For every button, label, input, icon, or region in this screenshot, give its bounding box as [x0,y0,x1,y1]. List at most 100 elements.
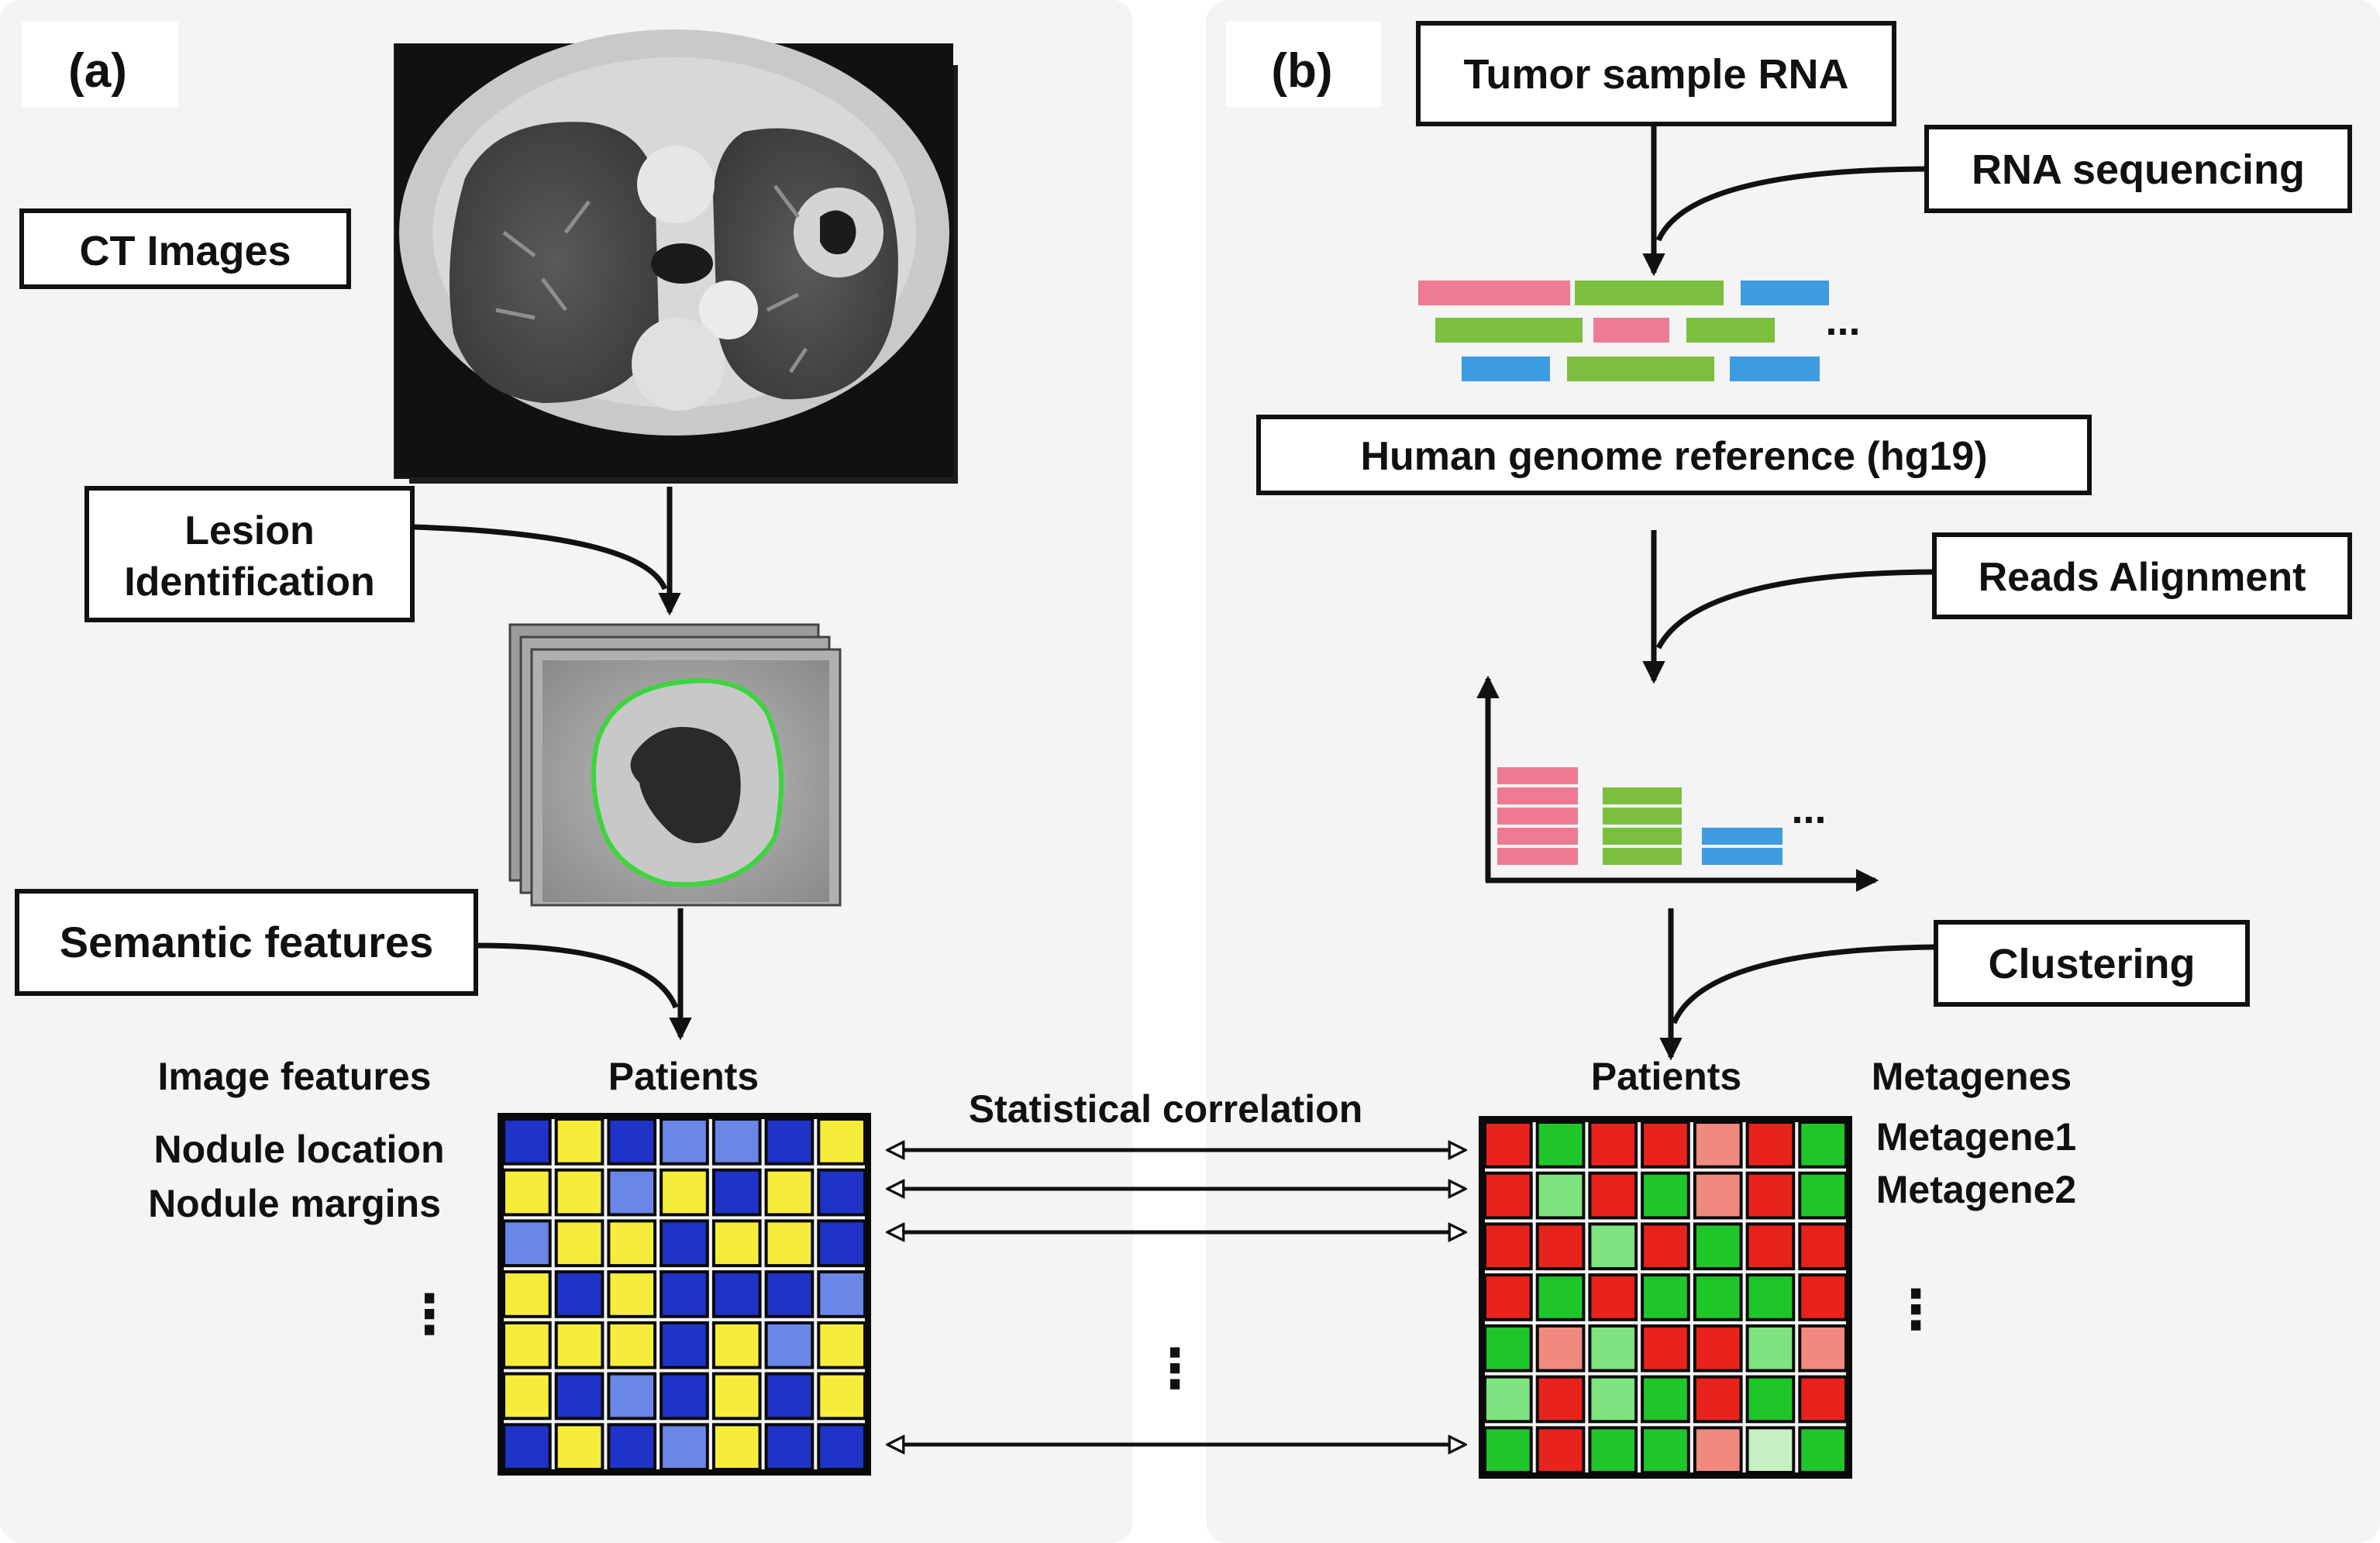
metagene-matrix-cell [1798,1121,1848,1169]
arrow-reads-alignment-label [1655,569,1934,649]
metagene-matrix-cell [1798,1324,1848,1373]
tumor-sample-label: Tumor sample RNA [1463,51,1848,98]
image-feature-matrix-frame [498,1113,871,1476]
metagene-matrix-frame [1479,1116,1852,1479]
clustering-label: Clustering [1988,941,2195,987]
count-bar-segment [1497,808,1578,825]
image-feature-matrix-cell [764,1321,815,1369]
count-bar-segment [1497,787,1578,804]
image-feature-matrix-cell [660,1118,709,1166]
image-feature-matrix-cell [660,1219,709,1268]
arrow-semantic-label [477,942,679,1009]
image-feature-matrix-cell [660,1168,709,1217]
rna-sequencing-label: RNA sequencing [1972,146,2305,193]
metagene-matrix-cell [1745,1171,1796,1220]
count-bar-segment [1702,828,1782,845]
feature-nodule-location: Nodule location [154,1128,445,1171]
image-features-header: Image features [158,1055,432,1098]
metagene-matrix-cell [1535,1121,1586,1169]
image-feature-matrix-cell [711,1168,762,1217]
metagene-matrix-cell [1641,1375,1690,1424]
image-feature-matrix-cell [711,1372,762,1421]
image-feature-matrix-cell [711,1423,762,1472]
image-feature-matrix-cell [711,1118,762,1166]
lesion-label-line2: Identification [124,560,375,604]
metagene-matrix-cell [1745,1324,1796,1373]
metagene-matrix-cell [1641,1121,1690,1169]
image-feature-matrix-cell [554,1118,604,1166]
image-feature-matrix-cell [817,1219,867,1268]
lesion-label-line1: Lesion [184,508,315,553]
image-feature-matrix-cell [554,1423,604,1472]
metagene-matrix-cell [1588,1426,1638,1475]
read-segment [1435,318,1583,343]
read-segment [1418,281,1570,305]
image-feature-matrix-cell [607,1423,657,1472]
image-feature-matrix-cell [554,1270,604,1318]
image-feature-matrix-cell [607,1321,657,1369]
read-segment [1686,318,1775,343]
metagene-matrix-cell [1535,1222,1586,1271]
image-feature-matrix-cell [554,1372,604,1421]
count-bar-segment [1603,848,1682,865]
count-bar-segment [1603,808,1682,825]
image-feature-matrix-cell [607,1219,657,1268]
metagene-matrix [1483,1121,1848,1475]
statistical-correlation-label: Statistical correlation [969,1087,1363,1131]
ct-images-label: CT Images [79,228,291,274]
metagene-matrix-cell [1798,1375,1848,1424]
feature-ellipsis: ⋮ [402,1284,456,1345]
image-feature-matrix-cell [554,1321,604,1369]
image-feature-matrix-cell [817,1270,867,1318]
image-feature-matrix-cell [711,1219,762,1268]
metagene-matrix-cell [1483,1222,1533,1271]
image-feature-matrix-cell [554,1168,604,1217]
metagene-matrix-cell [1483,1273,1533,1321]
image-feature-matrix-cell [607,1118,657,1166]
count-bar-segment [1603,787,1682,804]
metagene-matrix-cell [1693,1121,1743,1169]
metagene-matrix-cell [1641,1426,1690,1475]
read-segment [1567,356,1714,381]
image-feature-matrix-cell [764,1423,815,1472]
image-feature-matrix-cell [502,1219,552,1268]
ct-image-stack [394,29,958,484]
metagene-matrix-cell [1483,1375,1533,1424]
semantic-features-label: Semantic features [60,918,433,966]
clustering-box [1934,920,2250,1007]
image-feature-matrix-cell [764,1118,815,1166]
image-feature-matrix [502,1118,867,1472]
tumor-sample-box [1416,21,1896,126]
metagene-matrix-cell [1588,1222,1638,1271]
metagene-1: Metagene1 [1876,1115,2076,1159]
image-feature-matrix-cell [764,1372,815,1421]
metagene-ellipsis: ⋮ [1889,1280,1943,1340]
metagene-matrix-cell [1798,1426,1848,1475]
image-feature-matrix-cell [764,1219,815,1268]
metagene-matrix-cell [1798,1171,1848,1220]
read-segment [1593,318,1669,343]
read-segment [1462,356,1550,381]
image-feature-matrix-cell [660,1321,709,1369]
panel-a-tag: (a) [68,44,127,98]
metagene-matrix-cell [1745,1273,1796,1321]
image-feature-matrix-cell [607,1168,657,1217]
feature-nodule-margins: Nodule margins [148,1182,441,1225]
metagenes-header: Metagenes [1872,1055,2072,1098]
reads-dots: ... [1825,298,1860,344]
image-feature-matrix-cell [502,1118,552,1166]
image-feature-matrix-cell [764,1270,815,1318]
patients-header-b: Patients [1591,1055,1742,1098]
metagene-matrix-cell [1483,1171,1533,1220]
image-feature-matrix-cell [607,1270,657,1318]
image-feature-matrix-cell [711,1321,762,1369]
arrow-rnaseq-label [1655,166,1926,242]
semantic-features-box [15,889,478,996]
metagene-matrix-cell [1483,1426,1533,1475]
metagene-matrix-cell [1745,1375,1796,1424]
count-bar-segment [1497,828,1578,845]
metagene-matrix-cell [1588,1273,1638,1321]
metagene-matrix-cell [1588,1324,1638,1373]
count-bars [1497,767,1782,865]
lesion-patch-stack [508,623,842,907]
